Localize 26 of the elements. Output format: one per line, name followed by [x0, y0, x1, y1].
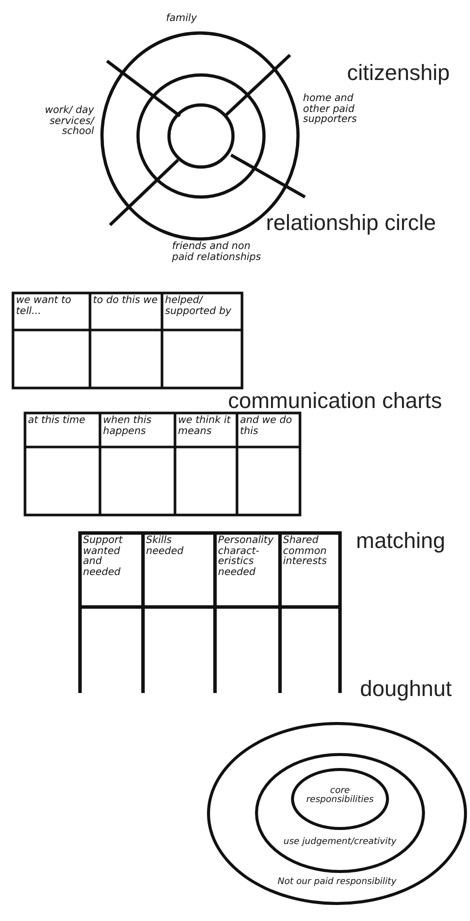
- sector-label: work/ day services/ school: [44, 106, 94, 138]
- ring-label: Not our paid responsibility: [276, 878, 398, 888]
- sector-label: home and other paid supporters: [303, 94, 358, 126]
- outer-ring: [207, 722, 467, 905]
- sector-label: friends and non paid relationships: [172, 242, 262, 263]
- ring-label: core responsibilities: [305, 787, 375, 806]
- column-header: at this time: [28, 416, 86, 426]
- section-heading: matching: [356, 528, 446, 554]
- column-header: when this happens: [103, 416, 152, 437]
- ring-label: use judgement/creativity: [282, 838, 398, 848]
- sector-label: family: [166, 14, 198, 24]
- section-heading: communication charts: [228, 388, 442, 414]
- column-header: to do this we: [93, 296, 159, 306]
- inner-circle: [291, 768, 389, 830]
- column-header: Skills needed: [146, 536, 184, 557]
- middle-ring: [255, 753, 425, 873]
- column-header: Support wanted and needed: [83, 536, 124, 578]
- column-header: we think it means: [178, 416, 232, 437]
- column-header: Shared common interests: [283, 536, 328, 568]
- column-header: and we do this: [240, 416, 293, 437]
- column-header: helped/ supported by: [165, 296, 232, 317]
- section-heading: doughnut: [360, 676, 452, 702]
- column-header: we want to tell...: [16, 296, 72, 317]
- section-heading: relationship circle: [266, 210, 436, 236]
- section-heading: citizenship: [347, 60, 450, 86]
- column-header: Personality charact-eristics needed: [218, 536, 274, 578]
